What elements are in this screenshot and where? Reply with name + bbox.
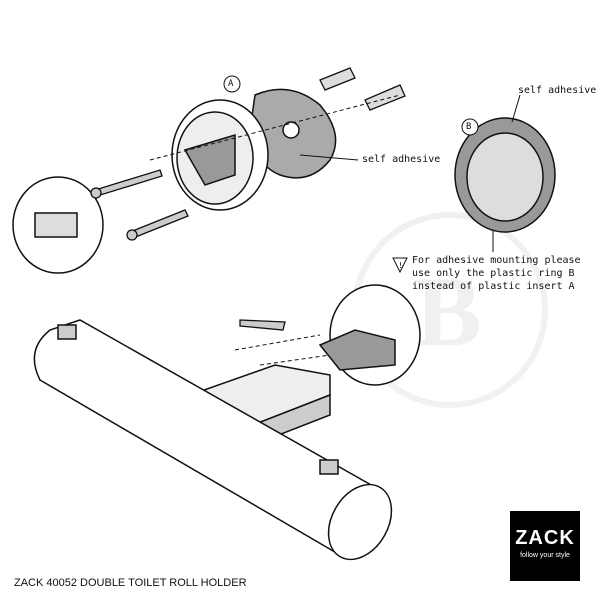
marker-b: B bbox=[466, 122, 472, 132]
label-self-adhesive-ring: self adhesive bbox=[518, 85, 597, 96]
end-cover bbox=[12, 176, 104, 274]
note-line: use only the plastic ring B bbox=[412, 268, 575, 279]
roll-holder bbox=[33, 319, 393, 561]
product-caption: ZACK 40052 DOUBLE TOILET ROLL HOLDER bbox=[14, 577, 247, 589]
wall-base bbox=[171, 99, 269, 211]
screws bbox=[90, 169, 286, 331]
note-line: instead of plastic insert A bbox=[412, 281, 575, 292]
arm-base bbox=[318, 284, 421, 386]
watermark: B bbox=[352, 212, 548, 408]
note-line: For adhesive mounting please bbox=[412, 255, 581, 266]
dowels bbox=[319, 67, 406, 111]
zack-logo: ZACK follow your style bbox=[510, 511, 580, 581]
logo-wordmark: ZACK bbox=[515, 527, 575, 549]
plastic-ring-b bbox=[454, 117, 556, 233]
mounting-note: For adhesive mounting please use only th… bbox=[412, 254, 581, 293]
warning-icon: ! bbox=[392, 257, 408, 274]
logo-tagline: follow your style bbox=[520, 552, 570, 559]
svg-text:B: B bbox=[415, 256, 482, 367]
marker-a: A bbox=[228, 79, 234, 89]
label-self-adhesive-insert: self adhesive bbox=[362, 154, 441, 165]
svg-text:!: ! bbox=[398, 261, 403, 270]
